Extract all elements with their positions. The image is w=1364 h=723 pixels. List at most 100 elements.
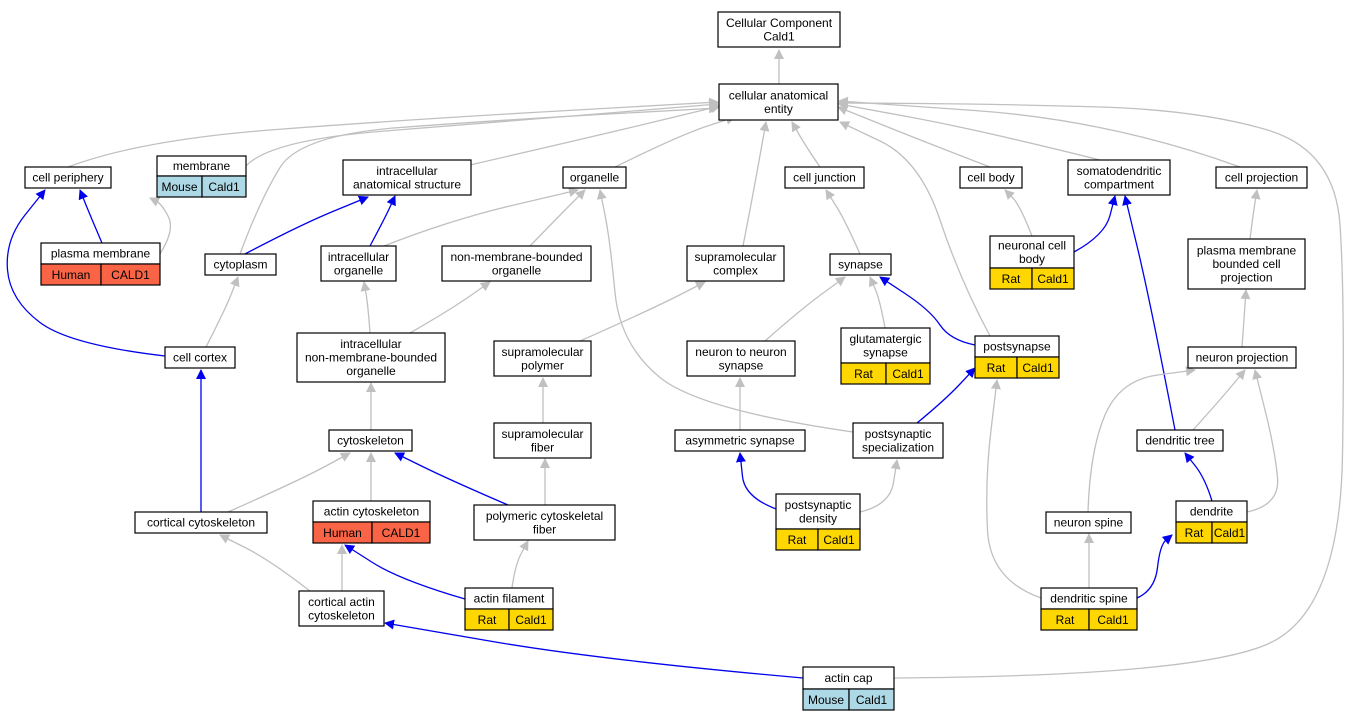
node-box xyxy=(989,235,1075,269)
node-label-line: supramolecular xyxy=(501,427,583,441)
node-label-line: glutamatergic xyxy=(849,332,921,346)
node-label-line: postsynapse xyxy=(983,340,1051,354)
node-box xyxy=(1187,346,1297,369)
node-synapse[interactable]: synapse xyxy=(829,253,892,276)
gene-cell xyxy=(885,362,931,385)
node-organelle[interactable]: organelle xyxy=(562,166,627,189)
node-asym[interactable]: asymmetric synapse xyxy=(674,429,806,452)
gene-label: Cald1 xyxy=(856,693,888,707)
edge-pss-to-organelle xyxy=(596,189,854,433)
gene-cell xyxy=(1031,267,1075,290)
node-inmbo[interactable]: intracellularnon-membrane-boundedorganel… xyxy=(296,332,446,383)
node-label-line: cytoplasm xyxy=(213,258,267,272)
species-label: Human xyxy=(52,268,91,282)
node-nspine[interactable]: neuron spine xyxy=(1045,511,1132,534)
node-box xyxy=(493,340,592,377)
node-box xyxy=(320,245,397,282)
edge-intraorg-to-organelle xyxy=(383,187,579,247)
gene-label: CALD1 xyxy=(382,526,421,540)
edge-n2n-to-synapse xyxy=(764,276,846,342)
node-box xyxy=(775,493,861,530)
node-periphery[interactable]: cell periphery xyxy=(24,166,112,189)
node-label-line: cell periphery xyxy=(32,171,103,185)
node-label-line: non-membrane-bounded xyxy=(450,250,582,264)
node-label-line: cell projection xyxy=(1225,171,1298,185)
node-label-line: cytoskeleton xyxy=(337,434,404,448)
gene-label: Cald1 xyxy=(208,180,240,194)
node-dtree[interactable]: dendritic tree xyxy=(1136,429,1224,452)
node-label-line: organelle xyxy=(334,263,384,277)
gene-cell xyxy=(371,521,431,544)
node-box xyxy=(204,253,277,276)
node-label-line: intracellular xyxy=(340,337,401,351)
gene-cell xyxy=(1211,521,1248,544)
node-label-line: actin cap xyxy=(824,671,872,685)
node-label-line: postsynaptic xyxy=(865,427,932,441)
node-label-line: complex xyxy=(713,263,758,277)
node-label-line: cytoskeleton xyxy=(308,608,375,622)
edge-synapse-to-junction xyxy=(825,189,861,255)
node-cytoskel[interactable]: cytoskeleton xyxy=(328,429,413,452)
gene-cell xyxy=(817,528,861,551)
edge-periphery-to-cae xyxy=(67,97,719,168)
node-nproj[interactable]: neuron projection xyxy=(1187,346,1297,369)
node-junction[interactable]: cell junction xyxy=(784,166,865,189)
edge-afil-to-pcf xyxy=(511,540,529,589)
gene-cell xyxy=(1016,356,1060,379)
node-label-line: dendrite xyxy=(1190,505,1234,519)
species-label: Rat xyxy=(1002,272,1021,286)
gene-label: Cald1 xyxy=(1037,272,1069,286)
node-label-line: projection xyxy=(1220,271,1272,285)
node-label-line: neuron to neuron xyxy=(695,345,786,359)
edge-inmbo-to-intraorg xyxy=(360,281,371,334)
node-label-line: organelle xyxy=(570,171,620,185)
node-box xyxy=(674,429,806,452)
edge-dtree-to-somato xyxy=(1122,195,1176,431)
edge-afil-to-actinskel xyxy=(344,544,466,600)
node-label-line: polymeric cytoskeletal xyxy=(486,509,603,523)
node-cellbody[interactable]: cell body xyxy=(959,166,1023,189)
node-cellproj[interactable]: cell projection xyxy=(1215,166,1308,189)
gene-label: Cald1 xyxy=(1022,361,1054,375)
node-cortex[interactable]: cell cortex xyxy=(164,346,236,369)
edge-cortex-to-cytoplasm xyxy=(205,276,240,348)
edge-dendrite-to-nproj xyxy=(1246,369,1279,513)
node-box xyxy=(852,422,944,459)
node-label-line: actin cytoskeleton xyxy=(324,505,419,519)
node-cytoplasm[interactable]: cytoplasm xyxy=(204,253,277,276)
edge-dendrite-to-dtree xyxy=(1184,452,1213,502)
edge-ias-to-cae xyxy=(469,103,721,166)
node-corticalskel[interactable]: cortical cytoskeleton xyxy=(134,511,268,534)
node-label-line: non-membrane-bounded xyxy=(305,351,437,365)
node-label-line: neuron projection xyxy=(1196,351,1289,365)
edge-corticalskel-to-cytoskel xyxy=(227,452,351,513)
node-label-line: neuronal cell xyxy=(998,238,1066,252)
node-label-line: plasma membrane xyxy=(1197,244,1297,258)
